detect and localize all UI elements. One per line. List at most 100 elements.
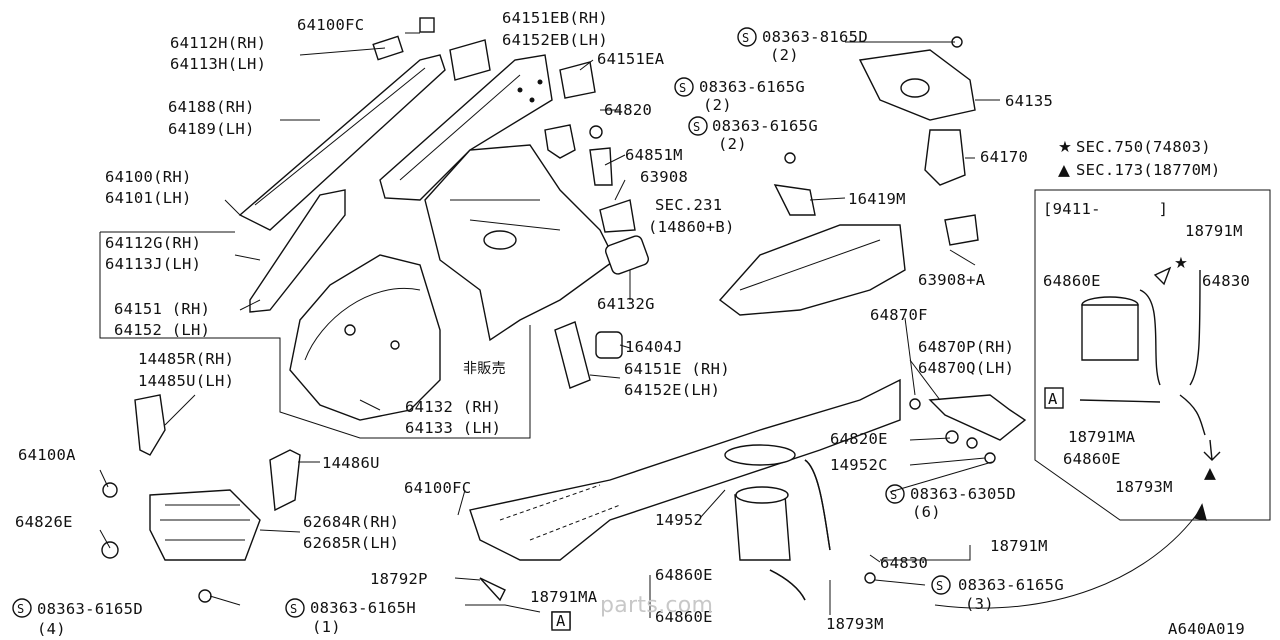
inset-label-64860e-b: 64860E	[1063, 450, 1121, 468]
inset-star-marker: ★	[1174, 254, 1188, 272]
label-08363-8165d: 08363-8165D	[762, 28, 868, 46]
legend-star-text: SEC.750(74803)	[1076, 138, 1211, 156]
label-64152e: 64152E(LH)	[624, 381, 720, 399]
label-08363-6165g-a-qty: (2)	[703, 96, 732, 114]
svg-text:S: S	[679, 81, 687, 95]
service-symbol-08363-6165g-c	[931, 575, 951, 595]
label-64100fc-top: 64100FC	[297, 16, 364, 34]
service-symbol-08363-6305d	[885, 484, 905, 504]
label-18793m: 18793M	[826, 615, 884, 633]
hood-ledge-group	[99, 17, 616, 603]
label-08363-6165g-c-qty: (3)	[965, 595, 994, 613]
label-64820e: 64820E	[830, 430, 888, 448]
label-08363-6165g-a: 08363-6165G	[699, 78, 805, 96]
label-08363-6165d-qty: (4)	[37, 620, 66, 638]
label-08363-8165d-qty: (2)	[770, 46, 799, 64]
label-sec231: SEC.231	[655, 196, 722, 214]
svg-text:S: S	[17, 602, 25, 616]
label-08363-6305d-qty: (6)	[912, 503, 941, 521]
inset-group	[934, 189, 1271, 609]
label-18791ma: 18791MA	[530, 588, 598, 606]
svg-text:S: S	[742, 31, 750, 45]
label-16419m: 16419M	[848, 190, 906, 208]
label-64188: 64188(RH)	[168, 98, 255, 116]
label-08363-6165g-b: 08363-6165G	[712, 117, 818, 135]
inset-label-64830: 64830	[1202, 272, 1250, 290]
label-nonsale: 非販売	[463, 361, 506, 377]
svg-text:S: S	[693, 120, 701, 134]
label-64133: 64133 (LH)	[405, 419, 501, 437]
legend-triangle-symbol: ▲	[1058, 161, 1070, 179]
label-64132: 64132 (RH)	[405, 398, 501, 416]
label-64100a: 64100A	[18, 446, 76, 464]
label-64860e-a: 64860E	[655, 566, 713, 584]
label-ref-a-bottom: A	[556, 612, 566, 630]
label-08363-6165g-c: 08363-6165G	[958, 576, 1064, 594]
label-64826e: 64826E	[15, 513, 73, 531]
service-symbol-08363-6165g-b	[688, 116, 708, 136]
label-64101lh: 64101(LH)	[105, 189, 192, 207]
label-64152eb: 64152EB(LH)	[502, 31, 608, 49]
inset-label-18791ma: 18791MA	[1068, 428, 1136, 446]
watermark: parts.com	[600, 593, 713, 618]
legend-star-symbol: ★	[1058, 138, 1072, 156]
label-64870p: 64870P(RH)	[918, 338, 1014, 356]
inset-ref-a: A	[1048, 390, 1058, 408]
callout-labels: 64100FC 64151EB(RH) 64152EB(LH) 64112H(R…	[12, 9, 1250, 638]
label-64860e-b: 64860E	[655, 608, 713, 626]
label-62684r: 62684R(RH)	[303, 513, 399, 531]
label-08363-6165g-b-qty: (2)	[718, 135, 747, 153]
legend-triangle-text: SEC.173(18770M)	[1076, 161, 1220, 179]
label-64870f: 64870F	[870, 306, 928, 324]
label-64132g: 64132G	[597, 295, 655, 313]
label-14952c: 14952C	[830, 456, 888, 474]
service-symbol-08363-8165d	[737, 27, 757, 47]
label-64151e: 64151E (RH)	[624, 360, 730, 378]
label-08363-6165h: 08363-6165H	[310, 599, 416, 617]
label-62685r: 62685R(LH)	[303, 534, 399, 552]
label-18791m: 18791M	[990, 537, 1048, 555]
inset-label-18793m: 18793M	[1115, 478, 1173, 496]
center-parts-group	[469, 36, 1027, 629]
inset-triangle-marker: ▲	[1204, 464, 1216, 482]
label-64870q: 64870Q(LH)	[918, 359, 1014, 377]
label-64100fc-bot: 64100FC	[404, 479, 471, 497]
label-64100rh: 64100(RH)	[105, 168, 192, 186]
label-14485u: 14485U(LH)	[138, 372, 234, 390]
service-symbol-08363-6165d	[12, 598, 32, 618]
label-08363-6165h-qty: (1)	[312, 618, 341, 636]
label-64851m: 64851M	[625, 146, 683, 164]
label-64112h: 64112H(RH)	[170, 34, 266, 52]
label-64151: 64151 (RH)	[114, 300, 210, 318]
leader-lines	[99, 32, 1000, 615]
inset-label-64860e: 64860E	[1043, 272, 1101, 290]
svg-text:S: S	[290, 602, 298, 616]
label-64189: 64189(LH)	[168, 120, 255, 138]
label-08363-6165d: 08363-6165D	[37, 600, 143, 618]
label-64830: 64830	[880, 554, 928, 572]
label-64151eb: 64151EB(RH)	[502, 9, 608, 27]
label-14485r: 14485R(RH)	[138, 350, 234, 368]
label-08363-6305d: 08363-6305D	[910, 485, 1016, 503]
label-64113h: 64113H(LH)	[170, 55, 266, 73]
service-symbol-08363-6165h	[285, 598, 305, 618]
label-18792p: 18792P	[370, 570, 428, 588]
label-64152: 64152 (LH)	[114, 321, 210, 339]
label-63908: 63908	[640, 168, 688, 186]
label-14486u: 14486U	[322, 454, 380, 472]
label-14952: 14952	[655, 511, 703, 529]
inset-label-18791m: 18791M	[1185, 222, 1243, 240]
label-64112g: 64112G(RH)	[105, 234, 201, 252]
label-64151ea: 64151EA	[597, 50, 665, 68]
svg-text:S: S	[890, 488, 898, 502]
label-sec231-sub: (14860+B)	[648, 218, 735, 236]
label-63908a: 63908+A	[918, 271, 986, 289]
ref-box-a-bottom	[551, 611, 571, 631]
label-64135: 64135	[1005, 92, 1053, 110]
svg-text:S: S	[936, 579, 944, 593]
label-64170: 64170	[980, 148, 1028, 166]
label-64820: 64820	[604, 101, 652, 119]
service-symbol-08363-6165g-a	[674, 77, 694, 97]
